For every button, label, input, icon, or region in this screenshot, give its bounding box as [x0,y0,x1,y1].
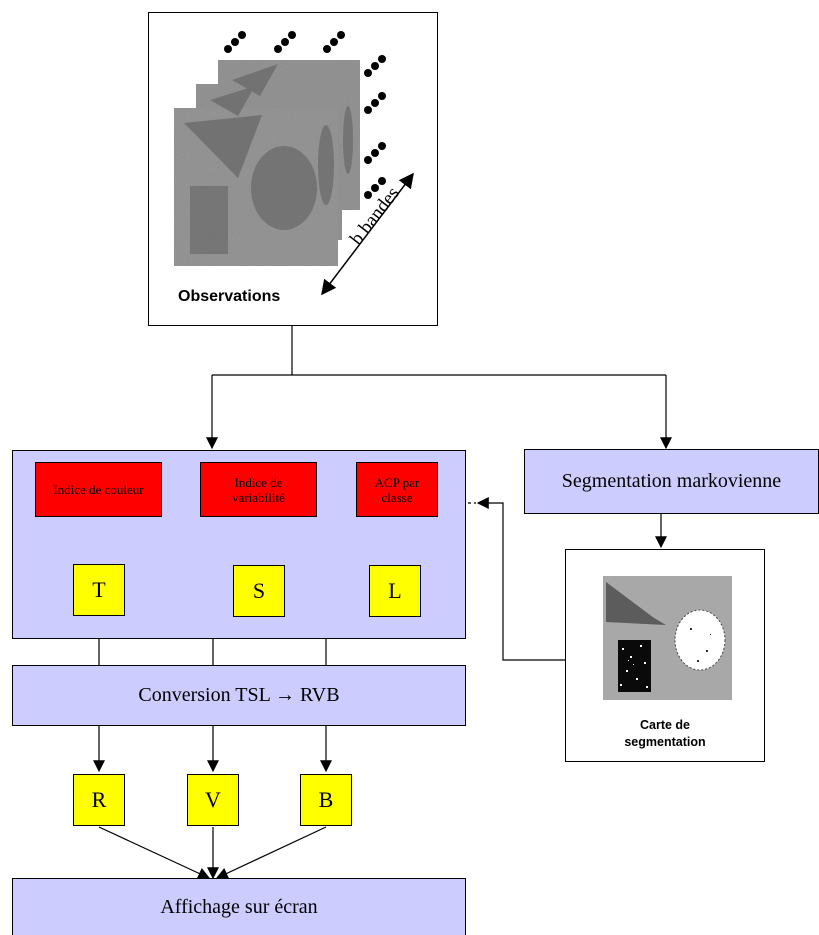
pca-per-class-label: ACP par classe [374,474,420,505]
segmentation-label: Segmentation markovienne [561,470,782,492]
observations-image-stack [174,60,360,266]
b-channel-label: B [318,787,334,812]
bands-double-arrow [321,172,414,296]
l-channel-box: L [369,565,421,617]
conversion-box: Conversion TSL → RVB [12,665,466,726]
r-channel-label: R [91,787,107,812]
segmentation-map-label-line2: segmentation [624,735,706,749]
s-channel-label: S [252,578,266,603]
r-channel-box: R [73,774,125,826]
display-box: Affichage sur écran [12,878,466,935]
pca-per-class-box: ACP par classe [356,462,438,517]
v-channel-box: V [187,774,239,826]
variability-index-label: Indice de variabilité [232,474,285,505]
conversion-label: Conversion TSL → RVB [138,684,340,706]
b-channel-box: B [300,774,352,826]
segmentation-box: Segmentation markovienne [524,449,819,514]
variability-index-box: Indice de variabilité [200,462,317,517]
t-channel-label: T [92,577,106,602]
color-index-label: Indice de couleur [53,482,144,497]
t-channel-box: T [73,564,125,616]
display-label: Affichage sur écran [160,895,318,918]
segmentation-map-label-line1: Carte de [639,718,691,732]
segmentation-map-label: Carte de segmentation [565,717,765,751]
v-channel-label: V [205,787,221,812]
l-channel-label: L [388,578,402,603]
color-index-box: Indice de couleur [35,462,162,517]
observations-box [148,12,438,326]
s-channel-box: S [233,565,285,617]
observations-label: Observations [178,288,281,305]
